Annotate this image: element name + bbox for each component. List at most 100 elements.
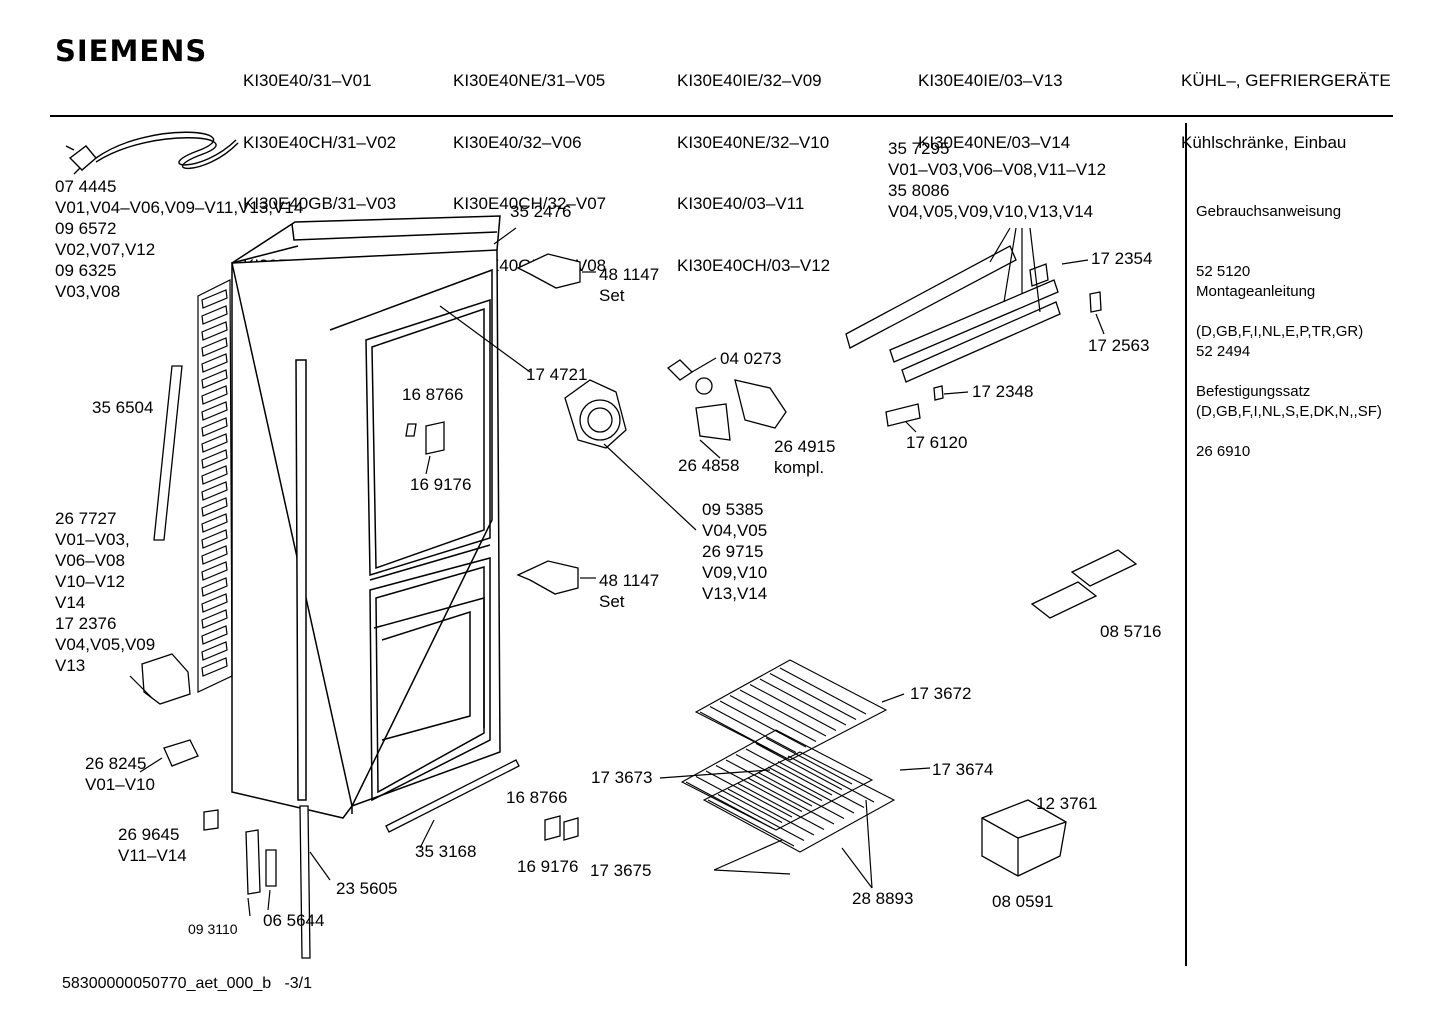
part-label: 26 4858 (678, 456, 739, 475)
part-label-line: 07 4445 (55, 177, 116, 196)
part-label: 35 2476 (510, 202, 571, 221)
coil-wire (767, 766, 855, 814)
doc-langs: (D,GB,F,I,NL,E,P,TR,GR) (1196, 323, 1364, 340)
category-line: Kühlschränke, Einbau (1181, 132, 1347, 152)
model-code: KI30E40/03–V11 (677, 194, 805, 213)
part-label: 06 5644 (263, 911, 324, 930)
coil-wire (739, 689, 827, 737)
part-label-line: V10–V12 (55, 572, 125, 591)
part-label: 17 2348 (972, 382, 1033, 401)
part-label-line: 09 6572 (55, 219, 116, 238)
part-label: 17 4721 (526, 365, 587, 384)
part-label-line: V01–V10 (85, 775, 155, 794)
part-label-line: 17 4721 (526, 365, 587, 384)
part-label-line: V01,V04–V06,V09–V11,V13,V14 (55, 198, 303, 217)
coil-fin (201, 401, 228, 421)
part-label-line: V14 (55, 593, 85, 612)
coil-fin (201, 337, 228, 357)
part-label-line: 17 6120 (906, 433, 967, 452)
part-label: 04 0273 (720, 349, 781, 368)
doc-langs: (D,GB,F,I,NL,S,E,DK,N,,SF) (1196, 403, 1382, 420)
coil-wire (787, 755, 875, 803)
part-label-line: 28 8893 (852, 889, 913, 908)
part-label: 28 8893 (852, 889, 913, 908)
category-line: KÜHL–, GEFRIERGERÄTE (1181, 71, 1391, 90)
coil-fin (201, 593, 228, 613)
doc-mounting-kit: Befestigungssatz 26 6910 (1196, 342, 1310, 502)
coil-fin (201, 609, 228, 629)
model-list-col3: KI30E40IE/32–V09 KI30E40NE/32–V10 KI30E4… (677, 30, 830, 317)
coil-fin (201, 289, 228, 309)
part-label: 35 3168 (415, 842, 476, 861)
coil-fin (201, 449, 228, 469)
part-label: 16 9176 (410, 475, 471, 494)
doc-number: 26 6910 (1196, 443, 1251, 460)
part-label: 17 2354 (1091, 249, 1152, 268)
power-cord-plug (65, 131, 239, 175)
part-label-line: 17 2563 (1088, 336, 1149, 355)
model-code: KI30E40CH/31–V02 (243, 132, 397, 152)
part-label-line: 26 7727 (55, 509, 116, 528)
coil-wire (725, 759, 813, 807)
part-label-line: Set (599, 592, 625, 611)
part-label-line: 35 3168 (415, 842, 476, 861)
part-label-line: 17 2376 (55, 614, 116, 633)
part-label-line: V04,V05,V09,V10,V13,V14 (888, 202, 1093, 221)
part-label: 17 3673 (591, 768, 652, 787)
part-label-line: 17 3675 (590, 861, 651, 880)
part-label-line: 12 3761 (1036, 794, 1097, 813)
control-rails (845, 245, 1102, 427)
coil-wire (695, 776, 783, 823)
coil-wire (755, 743, 843, 790)
condenser-coil (197, 279, 233, 693)
coil-fin (201, 433, 228, 453)
coil-fin (201, 529, 228, 549)
part-label-line: V04,V05,V09 (55, 635, 155, 654)
coil-fin (201, 321, 228, 341)
part-label: 09 3110 (188, 921, 238, 937)
part-label-line: V13,V14 (702, 584, 767, 603)
part-label-line: 26 9715 (702, 542, 763, 561)
part-label-line: 17 3672 (910, 684, 971, 703)
coil-wire (735, 754, 823, 801)
model-list-col4: KI30E40IE/03–V13 KI30E40NE/03–V14 (918, 30, 1070, 194)
part-label-line: 17 2354 (1091, 249, 1152, 268)
coil-wire (705, 770, 793, 818)
part-label-line: 16 9176 (517, 857, 578, 876)
doc-manual: Gebrauchsanweisung 52 5120 (D,GB,F,I,NL,… (1196, 162, 1363, 382)
part-label-line: V11–V14 (118, 846, 187, 865)
part-label: 08 5716 (1100, 622, 1161, 641)
base-trim-strip (299, 759, 520, 959)
part-label-line: V09,V10 (702, 563, 767, 582)
part-label-line: 26 4915 (774, 437, 835, 456)
coil-wire (727, 788, 815, 836)
coil-fin (201, 481, 228, 501)
coil-wire (749, 684, 837, 731)
part-label-line: V01–V03,V06–V08,V11–V12 (888, 160, 1106, 179)
doc-title: Gebrauchsanweisung (1196, 203, 1342, 220)
leader-lines (129, 227, 1105, 917)
coil-fin (201, 385, 228, 405)
coil-fin (201, 625, 228, 645)
coil-wire (757, 772, 845, 819)
coil-wire (745, 748, 833, 796)
part-label-line: V02,V07,V12 (55, 240, 155, 259)
part-label-line: 16 8766 (506, 788, 567, 807)
model-code: KI30E40IE/32–V09 (677, 71, 822, 90)
document-code: 58300000050770_aet_000_b -3/1 (62, 975, 313, 992)
part-label-line: 17 3674 (932, 760, 993, 779)
part-label-line: V03,V08 (55, 282, 120, 301)
part-label-line: 48 1147 (599, 265, 659, 284)
model-code: KI30E40GB/31–V03 (243, 194, 397, 213)
part-label-line: 17 3673 (591, 768, 652, 787)
model-code: KI30E40CH/32–V07 (453, 194, 607, 213)
shelf-pads (1030, 549, 1138, 619)
lamp-assembly (666, 359, 787, 441)
